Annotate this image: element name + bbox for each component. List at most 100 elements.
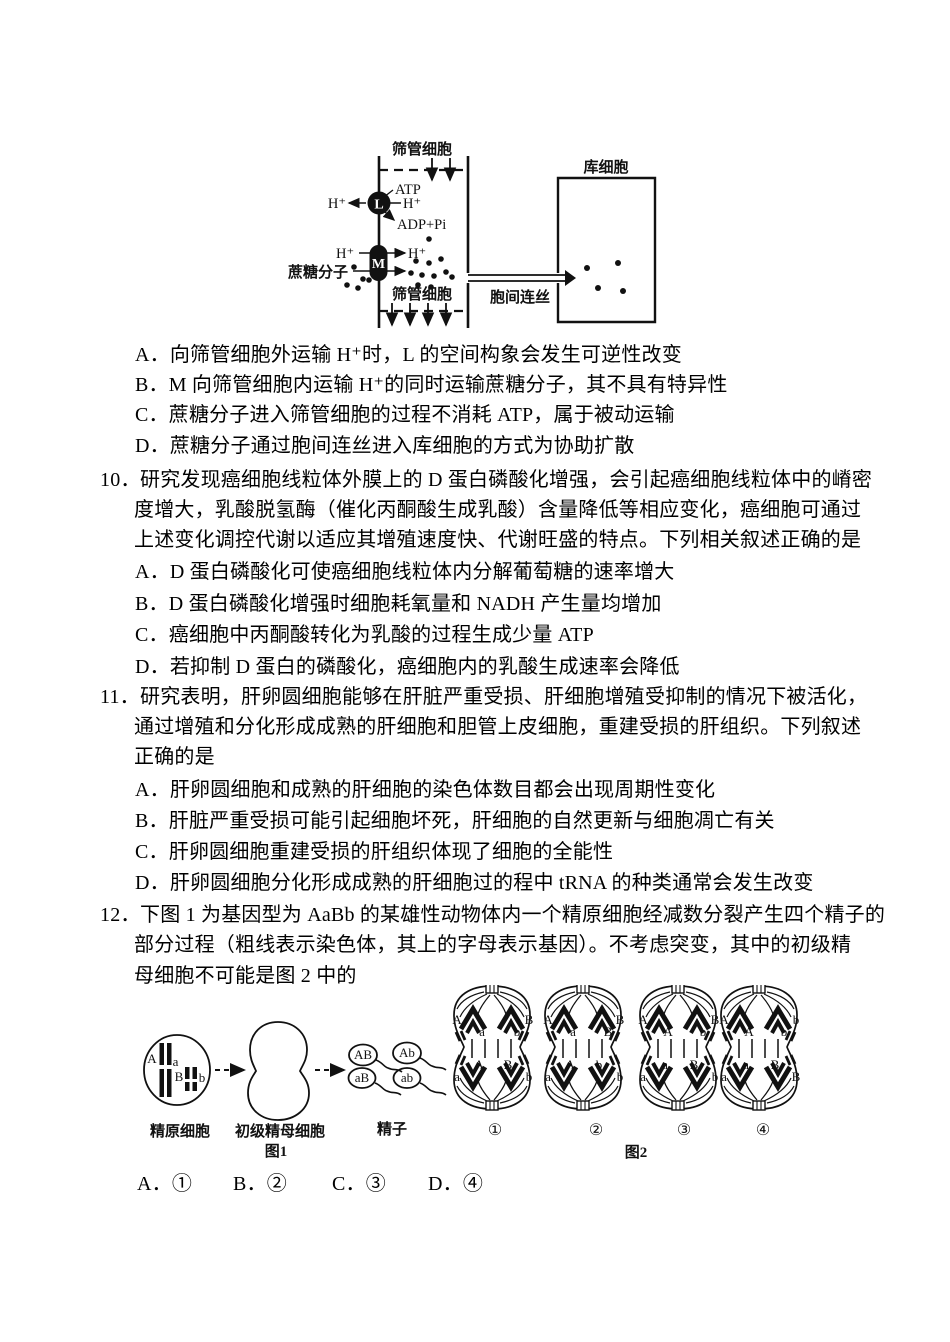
q10-option-d: D．若抑制 D 蛋白的磷酸化，癌细胞内的乳酸生成速率会降低 (135, 656, 680, 678)
spermatogonium-label: 精原细胞 (150, 1122, 210, 1140)
q12-answer-b: B．② (233, 1173, 287, 1195)
q11-stem-line: 研究表明，肝卵圆细胞能够在肝脏严重受损、肝细胞增殖受抑制的情况下被活化， (140, 686, 868, 708)
figure2-meiosis-cells: A a b B a A B b A a B B a A b b A A b B (445, 985, 801, 1161)
q12-answer-d: D．④ (428, 1173, 484, 1195)
meiosis-cell-1: A a b B a A B b (452, 985, 534, 1110)
svg-text:b: b (514, 1024, 521, 1039)
svg-text:a: a (743, 1057, 749, 1072)
svg-text:B: B (525, 1012, 534, 1027)
q11-stem-line: 通过增殖和分化形成成熟的肝细胞和胆管上皮细胞，重建受损的肝组织。下列叙述 (134, 716, 862, 738)
q10-option-a: A．D 蛋白磷酸化可使癌细胞线粒体内分解葡萄糖的速率增大 (135, 561, 675, 583)
adp-arrow (382, 209, 396, 222)
q10-number: 10． (100, 469, 141, 491)
svg-text:b: b (617, 1069, 624, 1084)
q12-stem-line: 部分过程（粗线表示染色体，其上的字母表示基因）。不考虑突变，其中的初级精 (134, 934, 852, 956)
q11-option-b: B．肝脏严重受损可能引起细胞坏死，肝细胞的自然更新与细胞凋亡有关 (135, 810, 775, 832)
primary-spermatocyte-label: 初级精母细胞 (235, 1122, 325, 1140)
sucrose-dots-inside (408, 236, 455, 290)
svg-text:ab: ab (401, 1070, 413, 1085)
h-plus-inside-M: H⁺ (408, 246, 426, 262)
sperm-Ab: Ab (392, 1041, 447, 1071)
q10-stem-line: 研究发现癌细胞线粒体外膜上的 D 蛋白磷酸化增强，会引起癌细胞线粒体中的嵴密 (140, 469, 873, 491)
sucrose-label: 蔗糖分子 (287, 263, 348, 281)
q11-number: 11． (100, 686, 140, 708)
svg-text:a: a (721, 1069, 727, 1084)
svg-text:B: B (711, 1012, 720, 1027)
q10-stem-line: 度增大，乳酸脱氢酶（催化丙酮酸生成乳酸）含量降低等相应变化，癌细胞可通过 (134, 499, 862, 521)
sink-cell-label: 库细胞 (583, 158, 628, 176)
svg-text:A: A (744, 1024, 754, 1039)
transporter-L (367, 191, 391, 215)
svg-text:a: a (570, 1024, 576, 1039)
adp-pi-label: ADP+Pi (397, 217, 446, 233)
svg-text:A: A (565, 1057, 575, 1072)
atp-label: ATP (395, 182, 421, 198)
svg-text:a: a (662, 1057, 668, 1072)
meiosis-cell-2: A a B B a A b b (543, 985, 625, 1110)
svg-text:A: A (452, 1012, 462, 1027)
sink-cell-box (556, 176, 657, 324)
q11-stem-line: 正确的是 (134, 746, 215, 768)
svg-text:a: a (640, 1069, 646, 1084)
svg-text:b: b (526, 1069, 533, 1084)
transporter-M-letter: M (372, 257, 385, 272)
q12-stem-line: 母细胞不可能是图 2 中的 (134, 965, 357, 987)
svg-text:Ab: Ab (399, 1045, 415, 1060)
plasmodesma-arrowhead (565, 270, 576, 286)
sperm-label: 精子 (377, 1120, 407, 1138)
q9-option-b: B．M 向筛管细胞内运输 H⁺的同时运输蔗糖分子，其不具有特异性 (135, 374, 728, 396)
q11-option-d: D．肝卵圆细胞分化形成成熟的肝细胞过的程中 tRNA 的种类通常会发生改变 (135, 872, 814, 894)
q10-option-b: B．D 蛋白磷酸化增强时细胞耗氧量和 NADH 产生量均增加 (135, 593, 662, 615)
svg-text:A: A (474, 1057, 484, 1072)
svg-text:B: B (616, 1012, 625, 1027)
q9-option-d: D．蔗糖分子通过胞间连丝进入库细胞的方式为协助扩散 (135, 435, 635, 457)
gene-label-B: B (175, 1069, 184, 1084)
svg-text:b: b (781, 1024, 788, 1039)
sucrose-dots-outside (344, 264, 372, 291)
q12-answer-c: C．③ (332, 1173, 386, 1195)
h-plus-outside-L: H⁺ (328, 196, 346, 212)
svg-text:B: B (604, 1024, 613, 1039)
cell-number-2: ② (589, 1122, 603, 1139)
q11-option-c: C．肝卵圆细胞重建受损的肝组织体现了细胞的全能性 (135, 841, 614, 863)
svg-text:b: b (596, 1057, 603, 1072)
figure1-meiosis-overview: A a B b AB aB Ab ab 精原细胞 初级精母细 (143, 1021, 447, 1160)
plasmodesmata-label: 胞间连丝 (489, 288, 550, 306)
q9-option-a: A．向筛管细胞外运输 H⁺时，L 的空间构象会发生可逆性改变 (135, 344, 682, 366)
primary-spermatocyte-cell (247, 1021, 310, 1121)
sperm-aB: aB (347, 1067, 402, 1096)
svg-text:A: A (543, 1012, 553, 1027)
gene-label-A: A (147, 1051, 157, 1066)
chromosome-pair-Aa (159, 1043, 172, 1097)
meiosis-cell-3: A A b B a a B b (638, 985, 720, 1110)
h-plus-inside-L: H⁺ (403, 196, 421, 212)
svg-text:a: a (454, 1069, 460, 1084)
q12-number: 12． (100, 904, 141, 926)
svg-text:b: b (712, 1069, 719, 1084)
chromosome-pair-Bb (185, 1067, 197, 1091)
sieve-cell-bottom-label: 筛管细胞 (392, 285, 452, 303)
spermatogonium-cell (143, 1034, 211, 1106)
cell-number-1: ① (488, 1122, 502, 1139)
svg-text:B: B (690, 1057, 699, 1072)
q9-option-c: C．蔗糖分子进入筛管细胞的过程不消耗 ATP，属于被动运输 (135, 404, 675, 426)
cell-number-3: ③ (677, 1122, 691, 1139)
transporter-L-letter: L (374, 198, 383, 213)
svg-text:AB: AB (354, 1047, 372, 1062)
phloem-loading-diagram: 筛管细胞 ATP H⁺ H⁺ ADP+Pi L H⁺ M H⁺ 蔗糖分子 (287, 140, 657, 328)
svg-text:A: A (663, 1024, 673, 1039)
svg-text:aB: aB (355, 1070, 370, 1085)
svg-text:A: A (719, 1012, 729, 1027)
gene-label-b: b (199, 1070, 206, 1085)
q12-answer-a: A．① (137, 1173, 193, 1195)
figure1-caption: 图1 (265, 1143, 288, 1160)
figure2-caption: 图2 (625, 1144, 648, 1161)
q11-option-a: A．肝卵圆细胞和成熟的肝细胞的染色体数目都会出现周期性变化 (135, 779, 716, 801)
svg-text:B: B (504, 1057, 513, 1072)
svg-text:a: a (545, 1069, 551, 1084)
sperm-ab: ab (392, 1067, 447, 1096)
sieve-cell-top-label: 筛管细胞 (392, 140, 452, 158)
svg-text:A: A (638, 1012, 648, 1027)
transporter-M (369, 245, 388, 281)
